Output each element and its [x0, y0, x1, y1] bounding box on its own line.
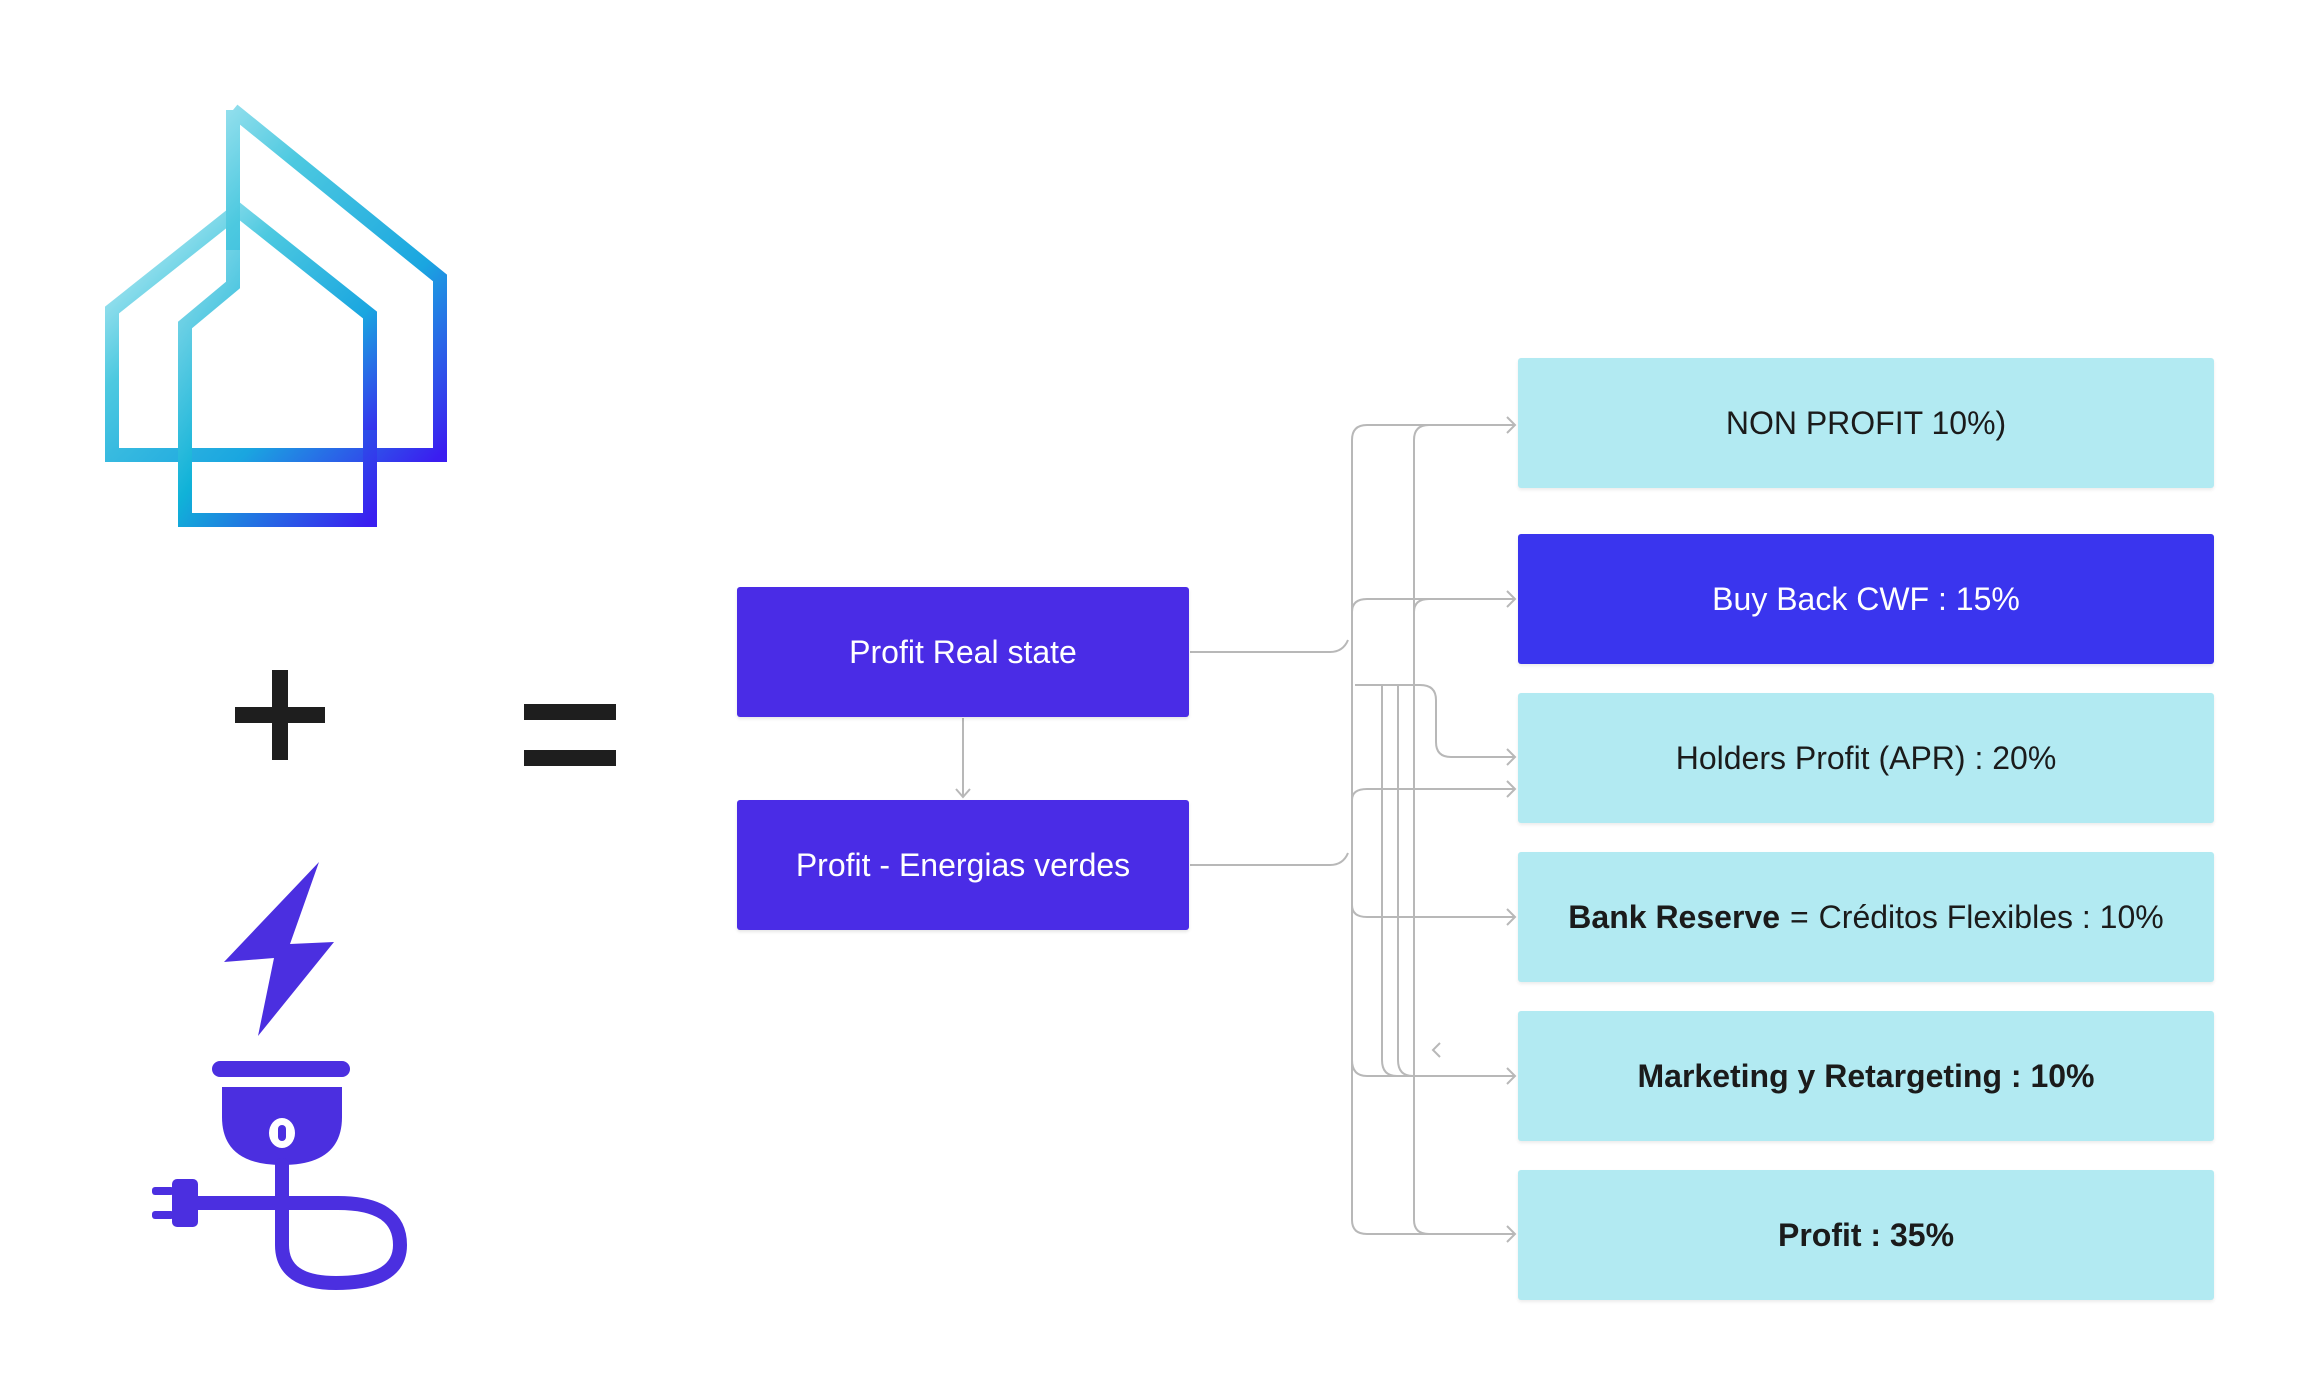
- dest-non-profit: NON PROFIT 10%): [1518, 358, 2214, 488]
- plus-icon: [235, 670, 325, 760]
- dest-marketing-label: Marketing y Retargeting : 10%: [1637, 1057, 2095, 1094]
- dest-non-profit-label: NON PROFIT 10%): [1725, 404, 2007, 441]
- source-real-state-label: Profit Real state: [849, 633, 1077, 670]
- dest-bank-reserve-title: Bank Reserve: [1568, 898, 1780, 935]
- dest-holders-profit-label: Holders Profit (APR) : 20%: [1675, 739, 2057, 776]
- house-logo-icon: [105, 104, 447, 527]
- electric-plug-icon: [152, 1061, 408, 1291]
- dest-bank-reserve-equals: =: [1789, 898, 1809, 935]
- source-profit-real-state: Profit Real state: [737, 587, 1189, 717]
- dest-marketing: Marketing y Retargeting : 10%: [1518, 1011, 2214, 1141]
- dest-holders-profit: Holders Profit (APR) : 20%: [1518, 693, 2214, 823]
- dest-profit-label: Profit : 35%: [1777, 1216, 1955, 1253]
- source-green-energy-label: Profit - Energias verdes: [795, 846, 1131, 883]
- dest-bank-reserve: Bank Reserve = Créditos Flexibles : 10%: [1518, 852, 2214, 982]
- dest-buy-back-label: Buy Back CWF : 15%: [1712, 580, 2020, 617]
- dest-buy-back: Buy Back CWF : 15%: [1518, 534, 2214, 664]
- dest-bank-reserve-detail: Créditos Flexibles : 10%: [1818, 898, 2164, 935]
- dest-profit: Profit : 35%: [1518, 1170, 2214, 1300]
- equals-icon: [524, 704, 616, 766]
- lightning-bolt-icon: [224, 862, 334, 1036]
- source-profit-green-energy: Profit - Energias verdes: [737, 800, 1189, 930]
